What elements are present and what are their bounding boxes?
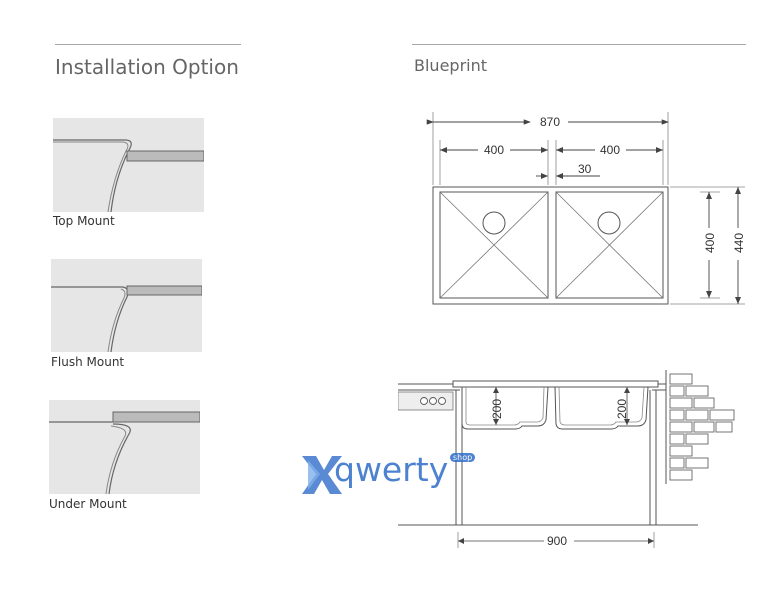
flush-mount-image [51,259,202,352]
x-logo-icon [302,456,342,494]
under-mount-label: Under Mount [49,497,127,511]
right-divider-line [412,44,746,45]
dim-bowl-right-height: 200 [615,399,629,419]
dim-divider-gap: 30 [578,162,592,176]
blueprint-title: Blueprint [414,56,487,75]
blueprint-top-view: 870 400 400 30 [400,100,777,340]
dim-cabinet-width: 900 [547,534,567,548]
watermark-badge: shop [450,453,476,462]
under-mount-image [49,400,200,494]
dim-inner-depth: 400 [703,233,717,253]
left-divider-line [55,44,241,45]
flush-mount-label: Flush Mount [51,355,125,369]
top-mount-image [53,118,204,212]
dim-total-width: 870 [540,115,560,129]
dim-outer-depth: 440 [732,233,746,253]
dim-bowl-right-width: 400 [600,143,620,157]
top-mount-label: Top Mount [53,214,115,228]
watermark-text: qwerty [334,450,449,489]
installation-title: Installation Option [55,55,239,79]
watermark-logo: qwerty shop [298,448,488,500]
dim-bowl-left-width: 400 [484,143,504,157]
dim-bowl-left-height: 200 [490,399,504,419]
